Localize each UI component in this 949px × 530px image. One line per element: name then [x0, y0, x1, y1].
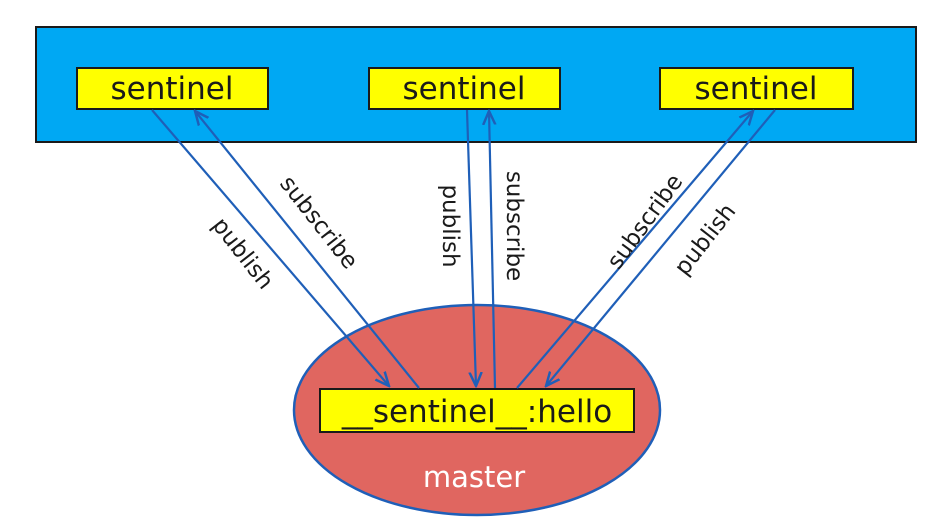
sentinel-box-1 [76, 67, 269, 110]
hello-channel-box [319, 388, 635, 433]
edge-label-publish-1: publish [207, 213, 279, 295]
master-label: master [423, 460, 525, 494]
edge-label-publish-3: publish [670, 199, 742, 281]
sentinel-node-3: sentinel [659, 67, 854, 110]
publish-arrow-1 [151, 109, 389, 386]
sentinel-node-2: sentinel [368, 67, 561, 110]
sentinel-box-3 [659, 67, 854, 110]
subscribe-arrow-1 [195, 111, 420, 389]
publish-arrow-3 [546, 109, 776, 386]
edge-label-publish-2: publish [437, 184, 463, 267]
subscribe-arrow-2 [489, 111, 495, 389]
sentinel-box-2 [368, 67, 561, 110]
sentinel-label-3: sentinel [695, 71, 818, 107]
edge-label-subscribe-2: subscribe [501, 171, 527, 281]
pubsub-arrows [151, 109, 776, 389]
edge-label-subscribe-1: subscribe [274, 171, 362, 274]
sentinel-label-2: sentinel [403, 71, 526, 107]
publish-arrow-2 [465, 109, 476, 386]
subscribe-arrow-3 [516, 111, 753, 389]
sentinel-label-1: sentinel [111, 71, 234, 107]
sentinel-node-1: sentinel [76, 67, 269, 110]
hello-channel-label: __sentinel__:hello [341, 394, 612, 430]
